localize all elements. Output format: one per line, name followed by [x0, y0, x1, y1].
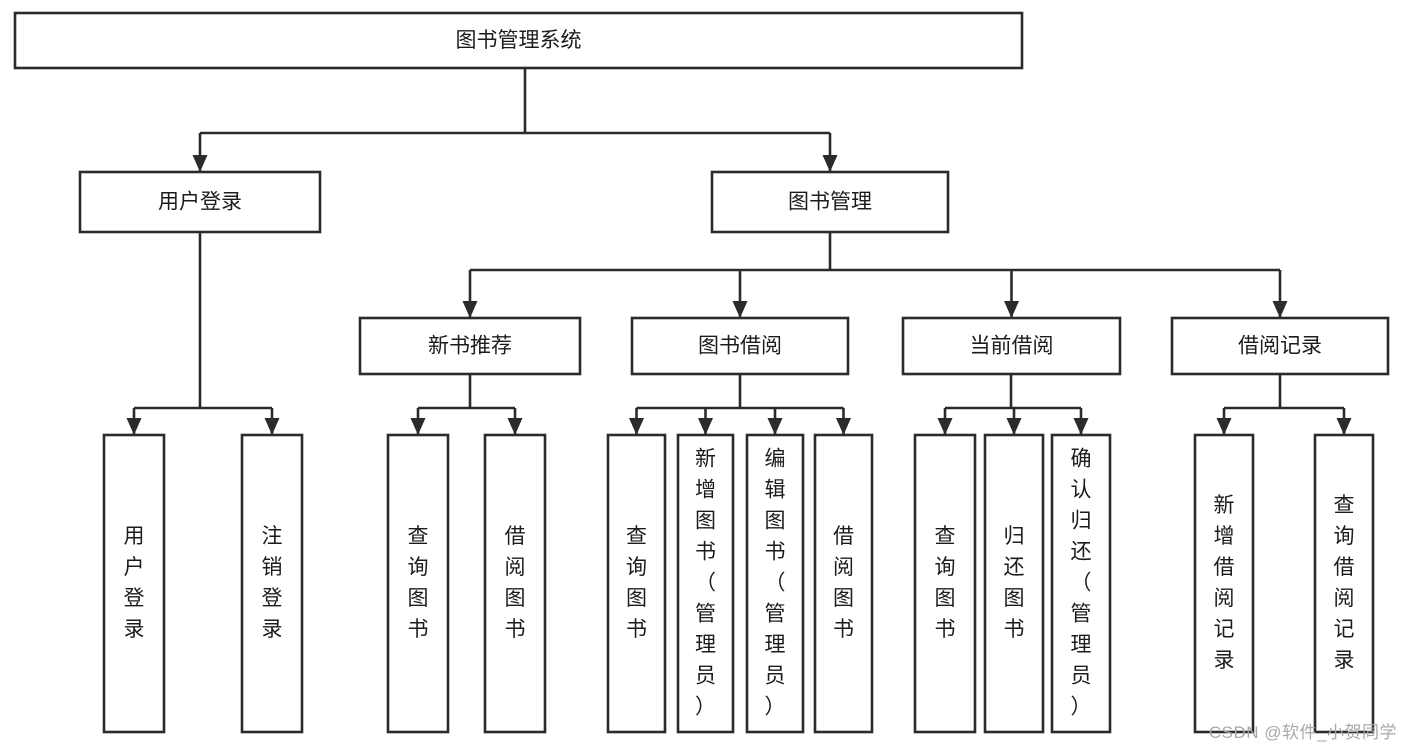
- node-box: [1050, 433, 1112, 734]
- node-user-login[interactable]: 用户登录: [78, 170, 322, 234]
- node-book-borrow[interactable]: 图书借阅: [630, 316, 850, 376]
- node-box: [1170, 316, 1390, 376]
- node-label: 借阅图书: [833, 525, 854, 641]
- node-leaf-query-book-3[interactable]: 查询图书: [913, 433, 977, 734]
- arrow-head-icon: [629, 418, 644, 435]
- node-box: [1313, 433, 1375, 734]
- node-leaf-edit-book-admin[interactable]: 编辑图书（管理员）: [745, 433, 805, 734]
- arrow-head-icon: [822, 155, 838, 172]
- node-label: 归还图书: [1004, 525, 1025, 641]
- arrow-head-icon: [507, 418, 523, 435]
- node-leaf-user-login[interactable]: 用户登录: [102, 433, 166, 734]
- node-box: [386, 433, 450, 734]
- node-label: 查询图书: [408, 525, 429, 641]
- arrow-head-icon: [732, 301, 748, 318]
- node-label: 注销登录: [262, 525, 283, 641]
- node-borrow-record[interactable]: 借阅记录: [1170, 316, 1390, 376]
- node-label: 借阅记录: [1238, 335, 1322, 358]
- edge-from-current-borrow: [937, 374, 1089, 435]
- node-leaf-user-logout[interactable]: 注销登录: [240, 433, 304, 734]
- node-box: [13, 11, 1024, 70]
- node-label: 新书推荐: [428, 335, 512, 358]
- edge-from-book-manage: [462, 232, 1288, 318]
- node-box: [240, 433, 304, 734]
- node-label: 用户登录: [124, 525, 145, 641]
- arrow-head-icon: [1336, 418, 1352, 435]
- node-box: [483, 433, 547, 734]
- edge-from-user-login: [126, 232, 280, 435]
- node-label: 新增图书（管理员）: [695, 447, 716, 718]
- arrow-head-icon: [698, 418, 713, 435]
- node-box: [102, 433, 166, 734]
- node-label: 图书借阅: [698, 335, 782, 358]
- node-leaf-return-book[interactable]: 归还图书: [983, 433, 1045, 734]
- edge-from-book-borrow: [629, 374, 851, 435]
- arrow-head-icon: [1216, 418, 1232, 435]
- node-leaf-borrow-book-1[interactable]: 借阅图书: [483, 433, 547, 734]
- nodes-layer: 图书管理系统用户登录图书管理新书推荐图书借阅当前借阅借阅记录用户登录注销登录查询…: [13, 11, 1390, 734]
- arrow-head-icon: [767, 418, 783, 435]
- arrow-head-icon: [264, 418, 280, 435]
- node-label: 图书管理: [788, 191, 872, 214]
- node-box: [630, 316, 850, 376]
- arrow-head-icon: [1006, 418, 1022, 435]
- node-leaf-add-borrow-record[interactable]: 新增借阅记录: [1193, 433, 1255, 734]
- node-box: [358, 316, 582, 376]
- node-label: 新增借阅记录: [1214, 494, 1235, 672]
- node-current-borrow[interactable]: 当前借阅: [901, 316, 1122, 376]
- node-box: [1193, 433, 1255, 734]
- edge-from-new-book-recommend: [410, 374, 523, 435]
- arrow-head-icon: [1004, 301, 1019, 318]
- node-label: 图书管理系统: [456, 29, 582, 52]
- arrow-head-icon: [192, 155, 208, 172]
- node-new-book-recommend[interactable]: 新书推荐: [358, 316, 582, 376]
- node-label: 确认归还（管理员）: [1071, 447, 1092, 718]
- node-leaf-add-book-admin[interactable]: 新增图书（管理员）: [676, 433, 735, 734]
- edge-from-borrow-record: [1216, 374, 1352, 435]
- node-label: 当前借阅: [970, 335, 1054, 358]
- node-box: [813, 433, 874, 734]
- node-box: [606, 433, 667, 734]
- node-box: [78, 170, 322, 234]
- node-box: [710, 170, 950, 234]
- node-label: 编辑图书（管理员）: [765, 447, 786, 718]
- node-label: 查询图书: [626, 525, 647, 641]
- node-label: 用户登录: [158, 191, 242, 214]
- node-box: [676, 433, 735, 734]
- node-book-manage[interactable]: 图书管理: [710, 170, 950, 234]
- node-box: [901, 316, 1122, 376]
- node-leaf-query-borrow-record[interactable]: 查询借阅记录: [1313, 433, 1375, 734]
- arrow-head-icon: [1073, 418, 1089, 435]
- node-root[interactable]: 图书管理系统: [13, 11, 1024, 70]
- node-leaf-query-book-2[interactable]: 查询图书: [606, 433, 667, 734]
- node-box: [983, 433, 1045, 734]
- node-leaf-query-book-1[interactable]: 查询图书: [386, 433, 450, 734]
- arrow-head-icon: [1272, 301, 1288, 318]
- arrow-head-icon: [126, 418, 142, 435]
- arrow-head-icon: [836, 418, 851, 435]
- node-label: 借阅图书: [505, 525, 526, 641]
- node-label: 查询图书: [935, 525, 956, 641]
- node-leaf-confirm-return-admin[interactable]: 确认归还（管理员）: [1050, 433, 1112, 734]
- node-label: 查询借阅记录: [1334, 494, 1355, 672]
- node-leaf-borrow-book-2[interactable]: 借阅图书: [813, 433, 874, 734]
- node-box: [913, 433, 977, 734]
- edge-from-root: [192, 68, 838, 172]
- arrow-head-icon: [410, 418, 426, 435]
- arrow-head-icon: [937, 418, 953, 435]
- node-box: [745, 433, 805, 734]
- connectors-layer: [126, 68, 1352, 435]
- arrow-head-icon: [462, 301, 478, 318]
